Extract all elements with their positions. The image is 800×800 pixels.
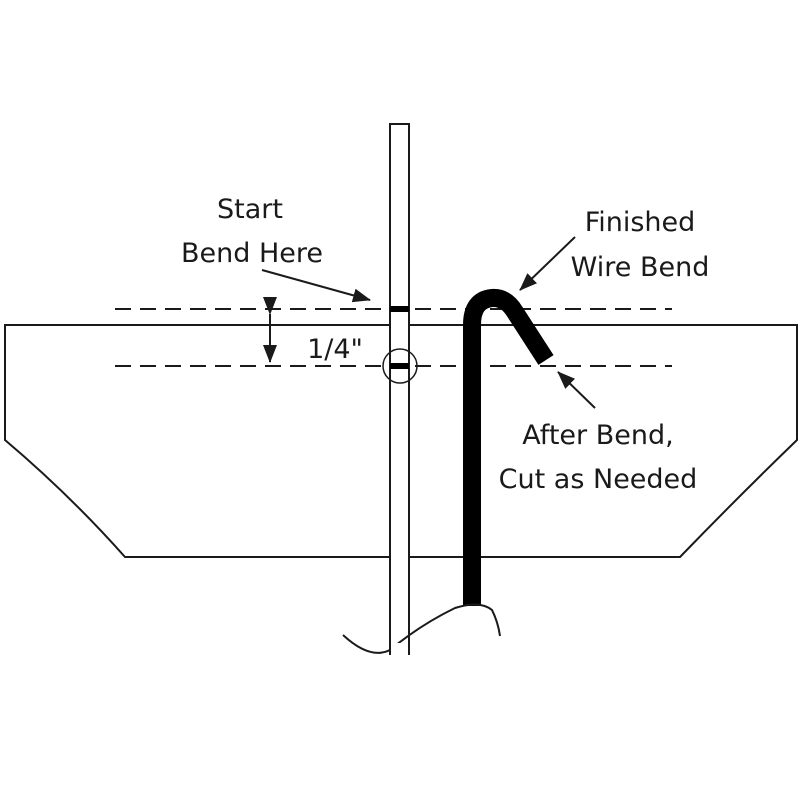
start-label-line1: Start [217, 194, 283, 225]
bend-point-circle [382, 348, 418, 384]
after-bend-label-line1: After Bend, [522, 420, 673, 451]
cut-arrow [557, 371, 596, 409]
finished-bend-arrow [519, 236, 576, 291]
finished-label-line1: Finished [585, 207, 696, 238]
bend-start-mark [390, 306, 409, 312]
start-bend-arrow [261, 269, 371, 303]
straight-wire [389, 123, 410, 655]
after-bend-label-line2: Cut as Needed [499, 464, 698, 495]
bend-end-mark [390, 363, 409, 369]
finished-label-line2: Wire Bend [571, 252, 710, 283]
board-outline [4, 324, 798, 558]
dimension-label: 1/4" [307, 334, 363, 365]
start-label-line2: Bend Here [181, 238, 323, 269]
bent-wire [463, 288, 554, 606]
break-line [342, 603, 501, 654]
